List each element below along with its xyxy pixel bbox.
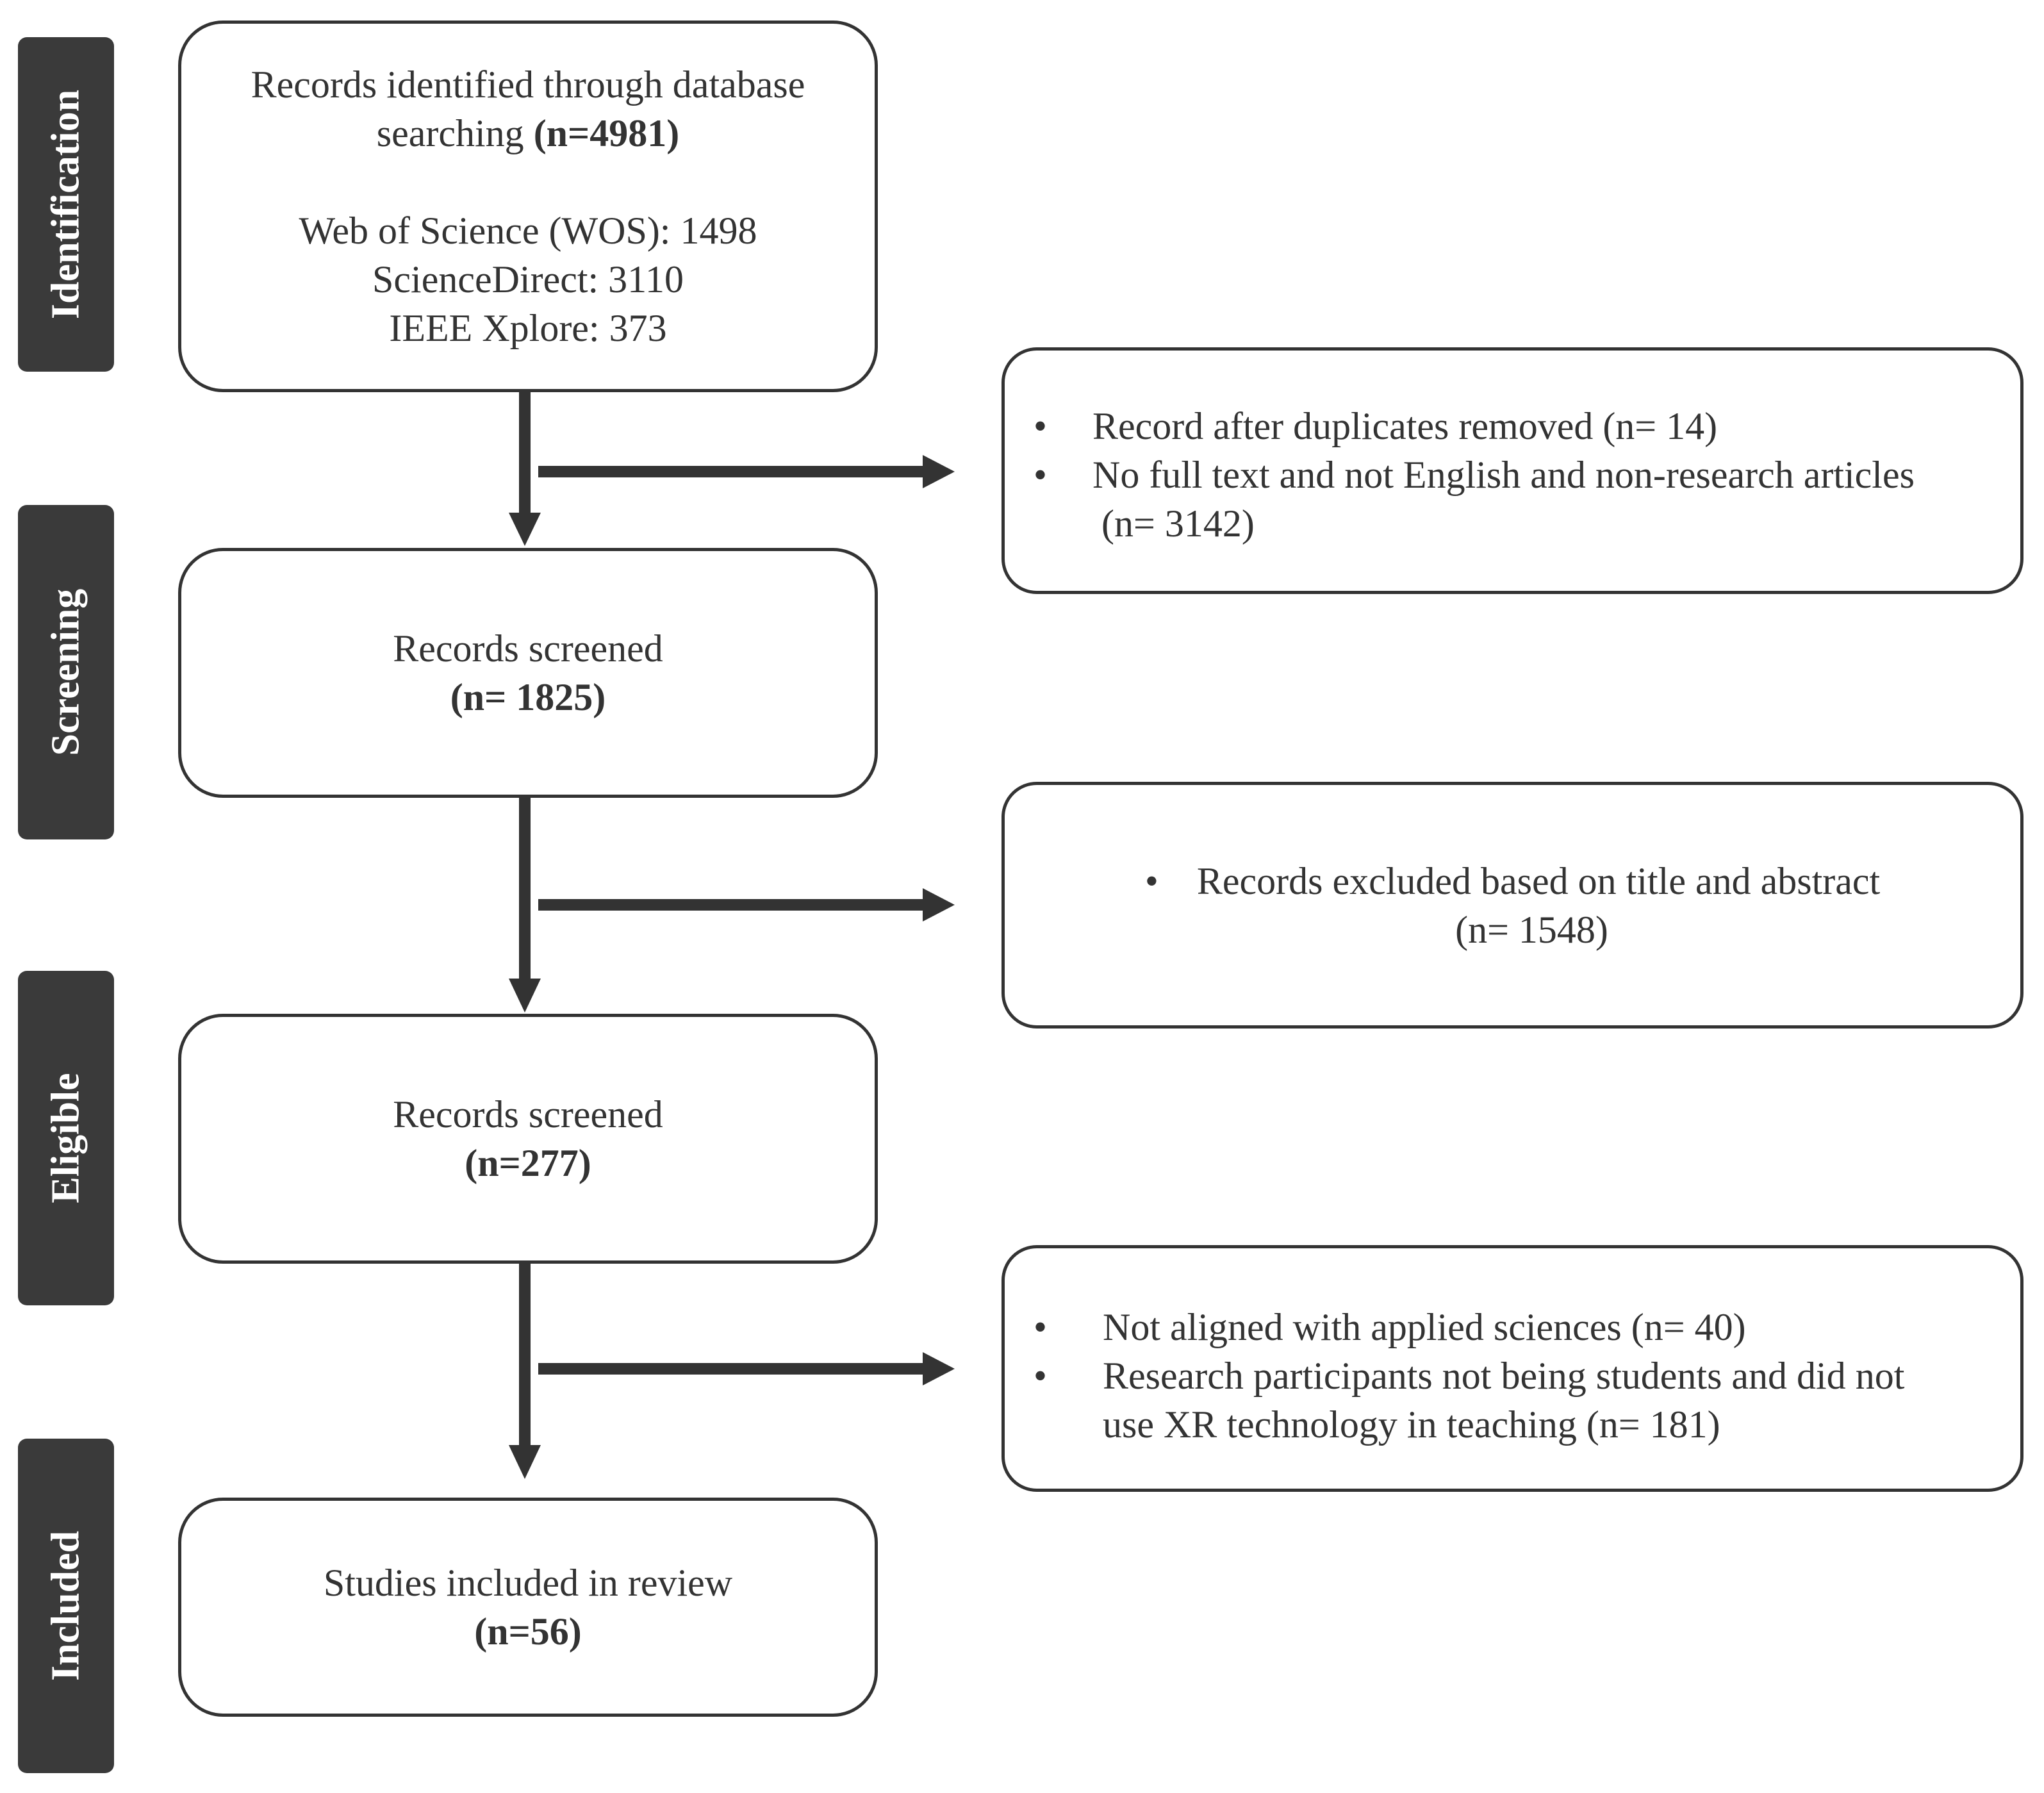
identification-box: Records identified through database sear… bbox=[178, 21, 878, 392]
exclusion-item-duplicates: Record after duplicates removed (n= 14) bbox=[1034, 402, 1915, 450]
stage-identification: Identification bbox=[18, 37, 114, 372]
stage-eligible: Eligible bbox=[18, 971, 114, 1305]
screening-box: Records screened (n= 1825) bbox=[178, 548, 878, 798]
arrowhead-right-1 bbox=[923, 455, 955, 488]
exclusion-item-not-applied: Not aligned with applied sciences (n= 40… bbox=[1034, 1303, 1904, 1351]
bullet: • bbox=[1144, 859, 1158, 902]
arrowhead-down-3 bbox=[509, 1445, 541, 1479]
included-label: Studies included in review bbox=[323, 1562, 733, 1604]
arrowhead-down-2 bbox=[509, 979, 541, 1012]
arrow-shaft-down-3 bbox=[519, 1262, 531, 1448]
identification-line2: searching (n=4981) bbox=[376, 112, 680, 154]
arrow-shaft-right-1 bbox=[538, 466, 929, 477]
included-box: Studies included in review (n=56) bbox=[178, 1498, 878, 1717]
exclusion-box-1: Record after duplicates removed (n= 14) … bbox=[1001, 347, 2023, 594]
source-sciencedirect: ScienceDirect: 3110 bbox=[372, 258, 684, 301]
exclusion-box-3: Not aligned with applied sciences (n= 40… bbox=[1001, 1245, 2023, 1492]
arrowhead-down-1 bbox=[509, 513, 541, 546]
arrowhead-right-3 bbox=[923, 1352, 955, 1385]
stage-included: Included bbox=[18, 1439, 114, 1773]
arrowhead-right-2 bbox=[923, 888, 955, 921]
source-wos: Web of Science (WOS): 1498 bbox=[299, 210, 757, 252]
included-count: (n=56) bbox=[474, 1610, 582, 1653]
exclusion-list-3: Not aligned with applied sciences (n= 40… bbox=[1034, 1303, 1904, 1449]
arrow-shaft-right-3 bbox=[538, 1363, 929, 1375]
arrow-shaft-down-2 bbox=[519, 798, 531, 984]
arrow-shaft-right-2 bbox=[538, 899, 929, 911]
exclusion-box-2: • Records excluded based on title and ab… bbox=[1001, 782, 2023, 1029]
arrow-shaft-down-1 bbox=[519, 391, 531, 519]
source-ieee: IEEE Xplore: 373 bbox=[389, 307, 667, 349]
exclusion-item-no-full-text: No full text and not English and non-res… bbox=[1034, 450, 1915, 548]
identification-line1: Records identified through database bbox=[251, 63, 805, 106]
identification-count: (n=4981) bbox=[533, 112, 680, 154]
screening-label: Records screened bbox=[393, 627, 663, 670]
exclusion-item-title-abstract: • Records excluded based on title and ab… bbox=[1144, 859, 1881, 951]
eligible-count: (n=277) bbox=[465, 1142, 591, 1184]
exclusion-item-not-students: Research participants not being students… bbox=[1034, 1351, 1904, 1449]
eligible-label: Records screened bbox=[393, 1093, 663, 1136]
screening-count: (n= 1825) bbox=[450, 676, 606, 718]
stage-screening: Screening bbox=[18, 505, 114, 839]
exclusion-list-1: Record after duplicates removed (n= 14) … bbox=[1034, 402, 1915, 548]
eligible-box: Records screened (n=277) bbox=[178, 1014, 878, 1264]
